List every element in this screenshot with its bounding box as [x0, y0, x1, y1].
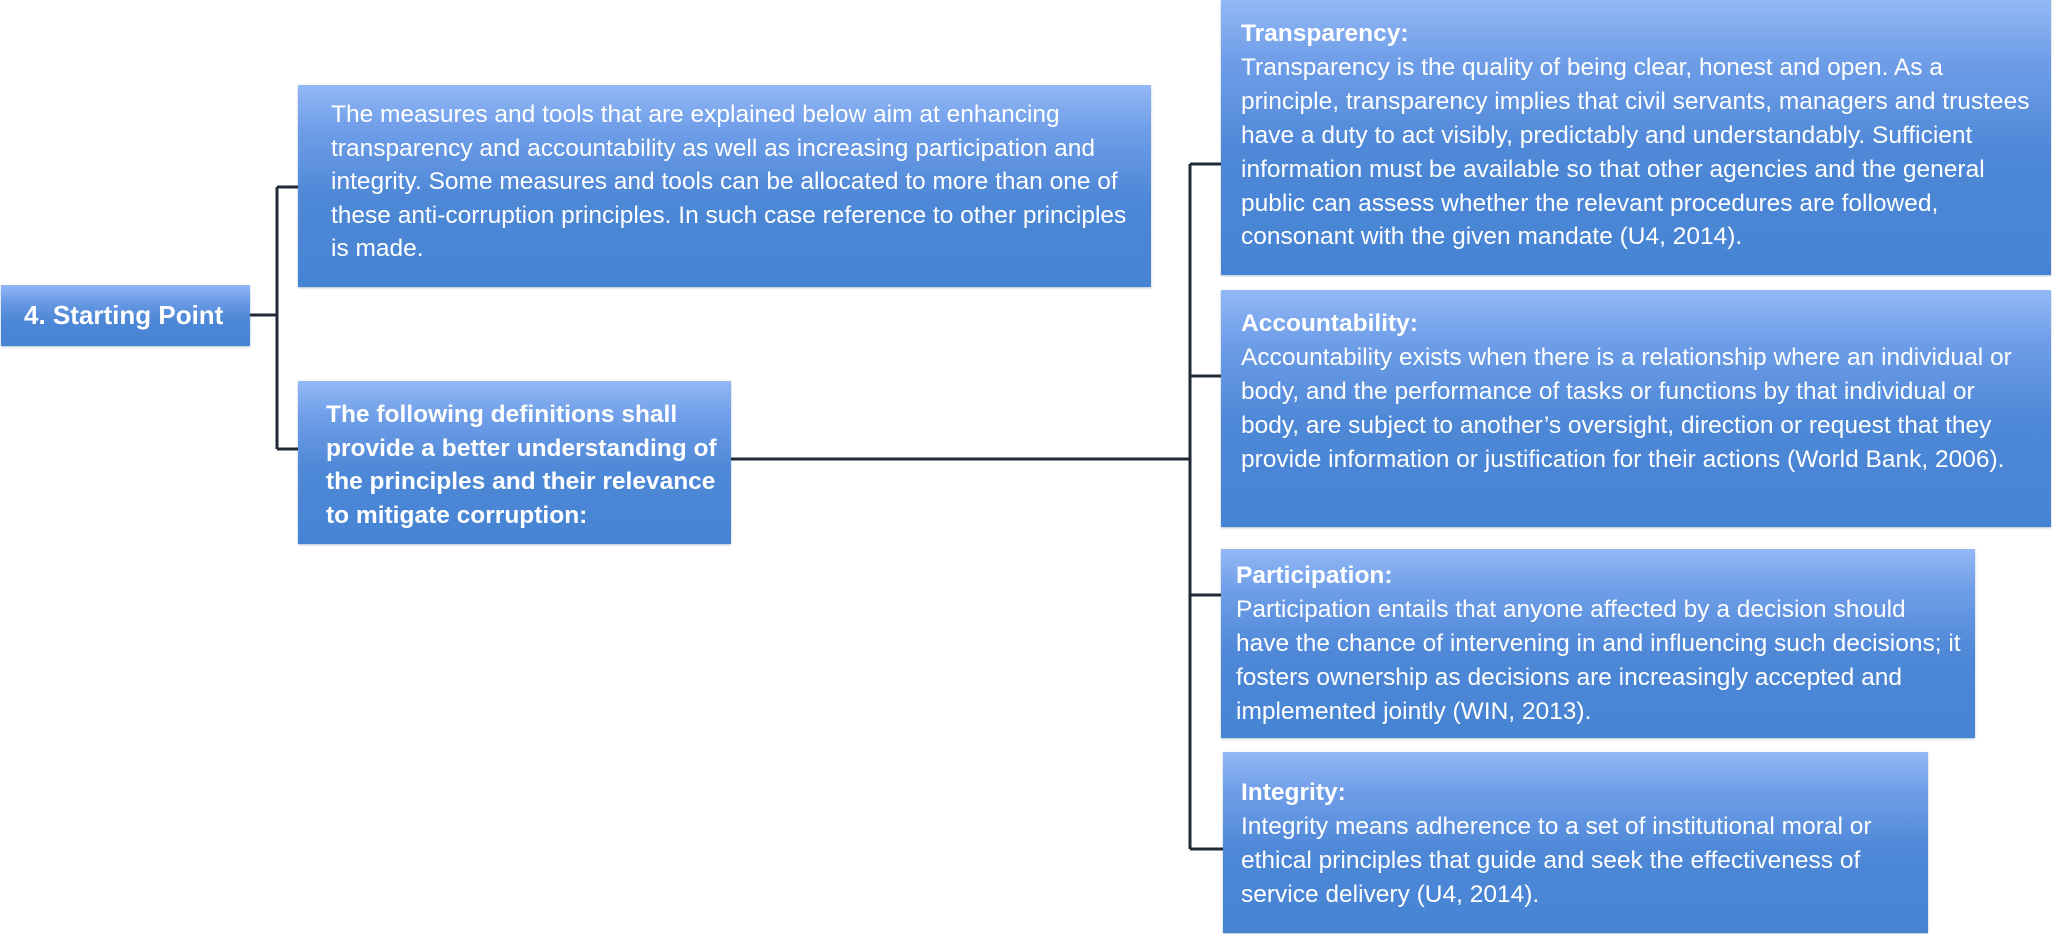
definitions-lead-text: The following definitions shall provide …: [326, 401, 717, 529]
integrity-text: Integrity means adherence to a set of in…: [1241, 812, 1872, 908]
integrity-node: Integrity: Integrity means adherence to …: [1223, 752, 1928, 933]
intro-node: The measures and tools that are explaine…: [298, 85, 1151, 287]
accountability-text: Accountability exists when there is a re…: [1241, 343, 2012, 473]
participation-title: Participation:: [1236, 562, 1393, 589]
intro-text: The measures and tools that are explaine…: [331, 101, 1127, 262]
starting-point-node: 4. Starting Point: [1, 285, 250, 346]
integrity-title: Integrity:: [1241, 779, 1346, 806]
definitions-lead-node: The following definitions shall provide …: [298, 381, 731, 544]
starting-point-label: 4. Starting Point: [24, 300, 224, 330]
transparency-title: Transparency:: [1241, 20, 1409, 47]
transparency-node: Transparency: Transparency is the qualit…: [1221, 0, 2051, 275]
participation-node: Participation: Participation entails tha…: [1221, 549, 1975, 738]
accountability-node: Accountability: Accountability exists wh…: [1221, 290, 2051, 527]
participation-text: Participation entails that anyone affect…: [1236, 595, 1961, 725]
transparency-text: Transparency is the quality of being cle…: [1241, 53, 2030, 251]
accountability-title: Accountability:: [1241, 310, 1418, 337]
